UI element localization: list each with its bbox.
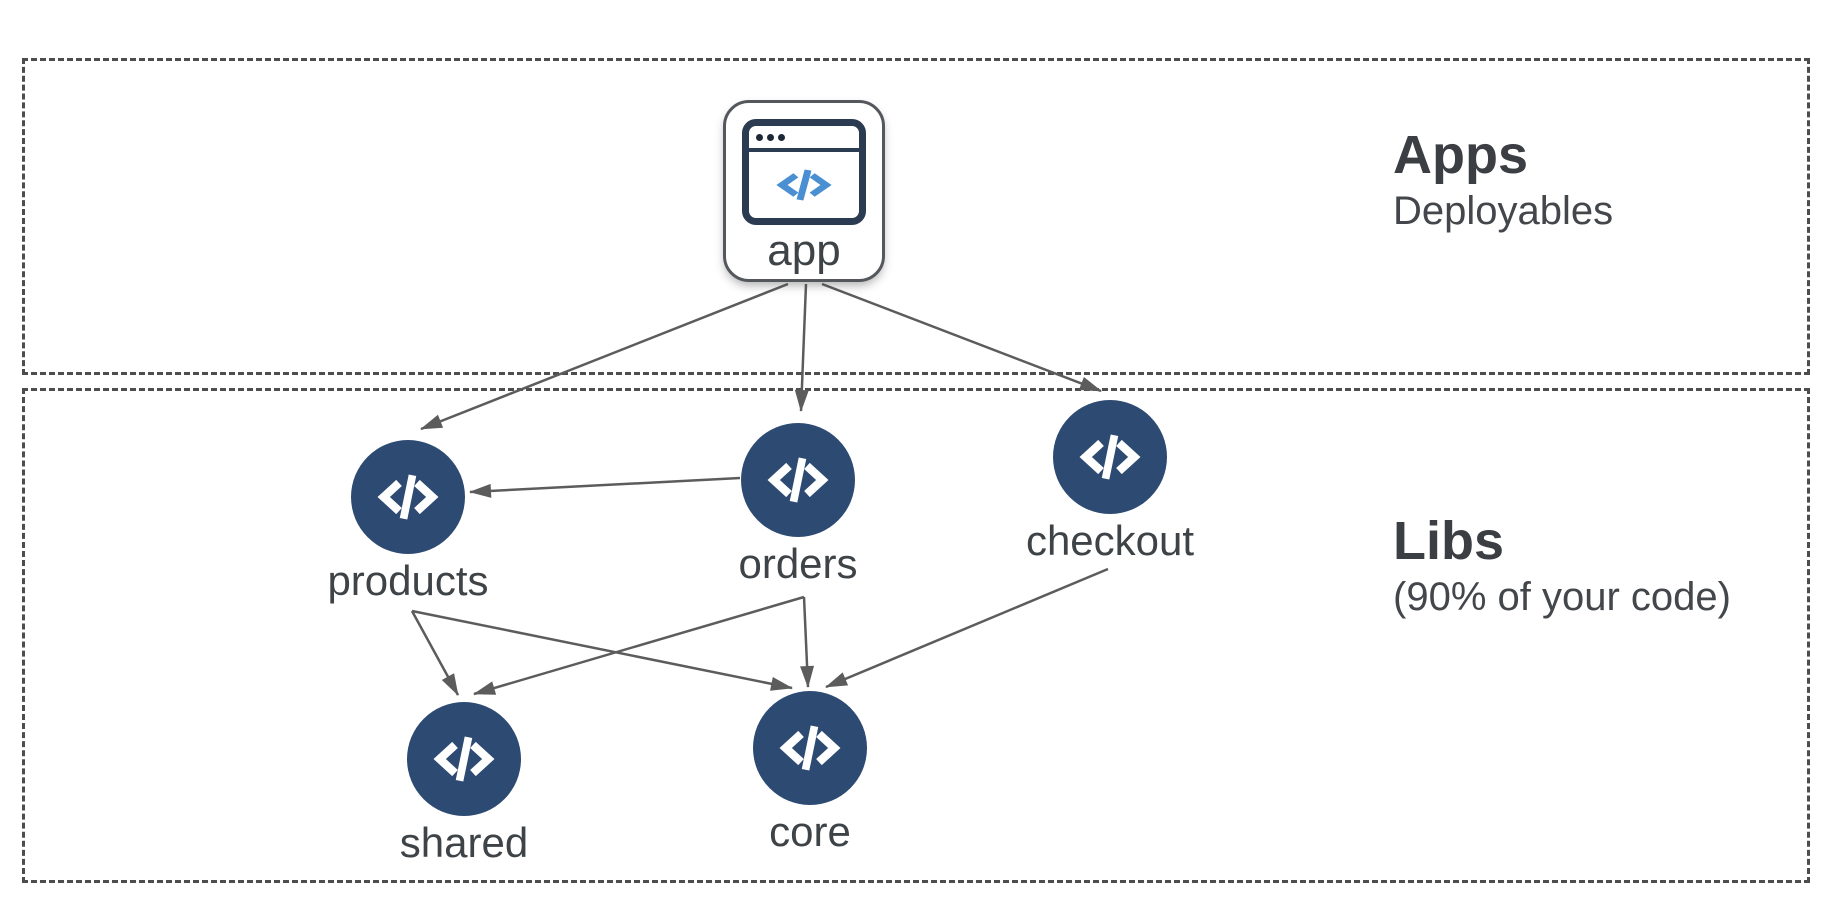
node-label: checkout — [1025, 517, 1195, 564]
lib-circle — [753, 691, 867, 805]
window-dot-icon — [756, 133, 763, 141]
lib-circle — [407, 702, 521, 816]
node-shared: shared — [344, 702, 584, 867]
node-label: core — [769, 808, 851, 855]
browser-titlebar — [749, 126, 859, 152]
node-core: core — [690, 691, 930, 856]
code-icon — [376, 465, 440, 529]
libs-section-subtitle: (90% of your code) — [1393, 575, 1731, 620]
apps-section-label: Apps Deployables — [1393, 126, 1613, 234]
window-dot-icon — [778, 133, 785, 141]
apps-section-title: Apps — [1393, 125, 1528, 185]
code-icon — [766, 448, 830, 512]
node-label: app — [767, 226, 841, 275]
code-icon — [1078, 425, 1142, 489]
libs-section-label: Libs (90% of your code) — [1393, 512, 1731, 620]
browser-code-icon — [742, 119, 866, 225]
code-icon — [775, 163, 833, 207]
lib-circle — [1053, 400, 1167, 514]
code-icon — [778, 716, 842, 780]
lib-circle — [741, 423, 855, 537]
node-orders: orders — [678, 423, 918, 588]
browser-content — [749, 152, 859, 218]
window-dot-icon — [767, 133, 774, 141]
node-app: app — [723, 100, 885, 282]
lib-circle — [351, 440, 465, 554]
node-products: products — [288, 440, 528, 605]
code-icon — [432, 727, 496, 791]
node-label: orders — [738, 540, 858, 587]
apps-section-subtitle: Deployables — [1393, 189, 1614, 234]
node-checkout: checkout — [990, 400, 1230, 565]
node-label: shared — [399, 819, 529, 866]
libs-section-title: Libs — [1393, 511, 1505, 571]
node-label: products — [327, 557, 489, 604]
